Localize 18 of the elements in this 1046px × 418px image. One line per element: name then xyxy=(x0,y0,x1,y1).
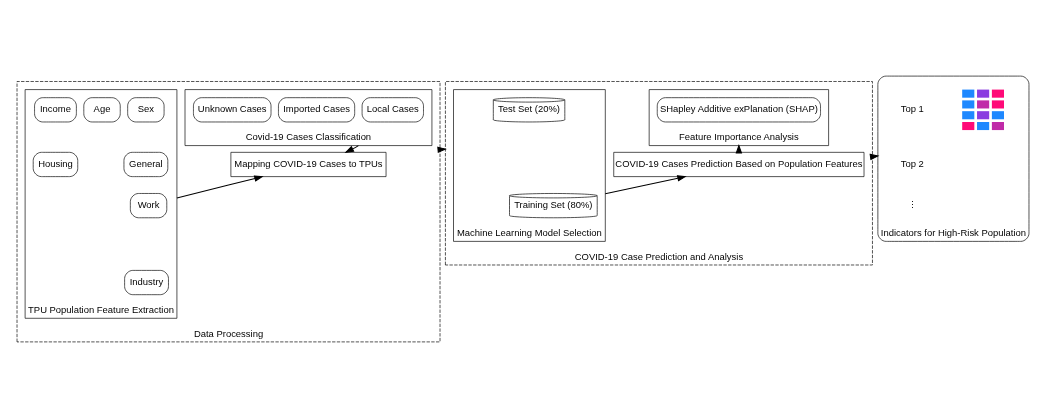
label: Top 1 xyxy=(900,103,924,115)
label: Top 2 xyxy=(900,157,924,169)
node-box: Industry xyxy=(124,270,169,295)
label: ⋮ xyxy=(907,199,917,211)
node-box: Work xyxy=(130,193,168,219)
arrow xyxy=(604,175,687,195)
arrow xyxy=(176,175,264,199)
node-box: Local Cases xyxy=(361,97,424,123)
node-box: Housing xyxy=(32,152,79,177)
node-box: Unknown Cases xyxy=(193,97,272,123)
node-box: SHapley Additive exPlanation (SHAP) xyxy=(656,97,821,123)
node-box: Age xyxy=(83,97,121,123)
node-box: Mapping COVID-19 Cases to TPUs xyxy=(230,152,387,177)
node-box: Sex xyxy=(127,97,165,123)
node-box: General xyxy=(123,152,169,177)
node-box: Imported Cases xyxy=(278,97,355,123)
node-box: Income xyxy=(34,97,77,123)
arrow xyxy=(344,145,359,153)
